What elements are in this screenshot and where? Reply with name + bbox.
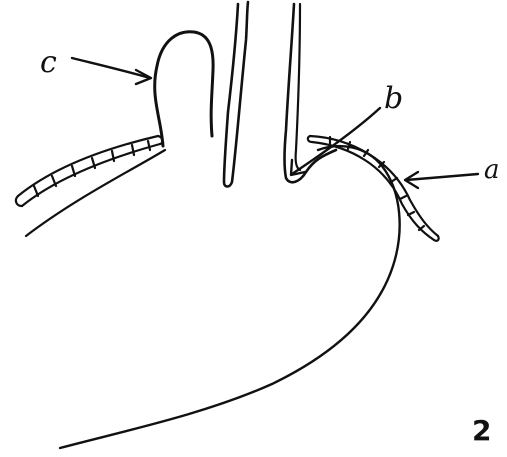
- arrow-c: [72, 58, 151, 84]
- central-tube-left: [224, 2, 248, 187]
- cavity-outline: [60, 146, 400, 448]
- label-c: c: [40, 45, 57, 80]
- tube-inner-right: [296, 4, 300, 170]
- arrow-b: [291, 108, 380, 175]
- label-a: a: [484, 155, 500, 185]
- left-wall-line: [26, 150, 165, 236]
- protrusion-c: [155, 32, 213, 146]
- arrow-a: [405, 172, 478, 188]
- label-b: b: [384, 81, 403, 116]
- figure-number: 2: [472, 414, 491, 447]
- left-cartilage-band: [16, 136, 163, 206]
- central-tube-right: [285, 4, 337, 182]
